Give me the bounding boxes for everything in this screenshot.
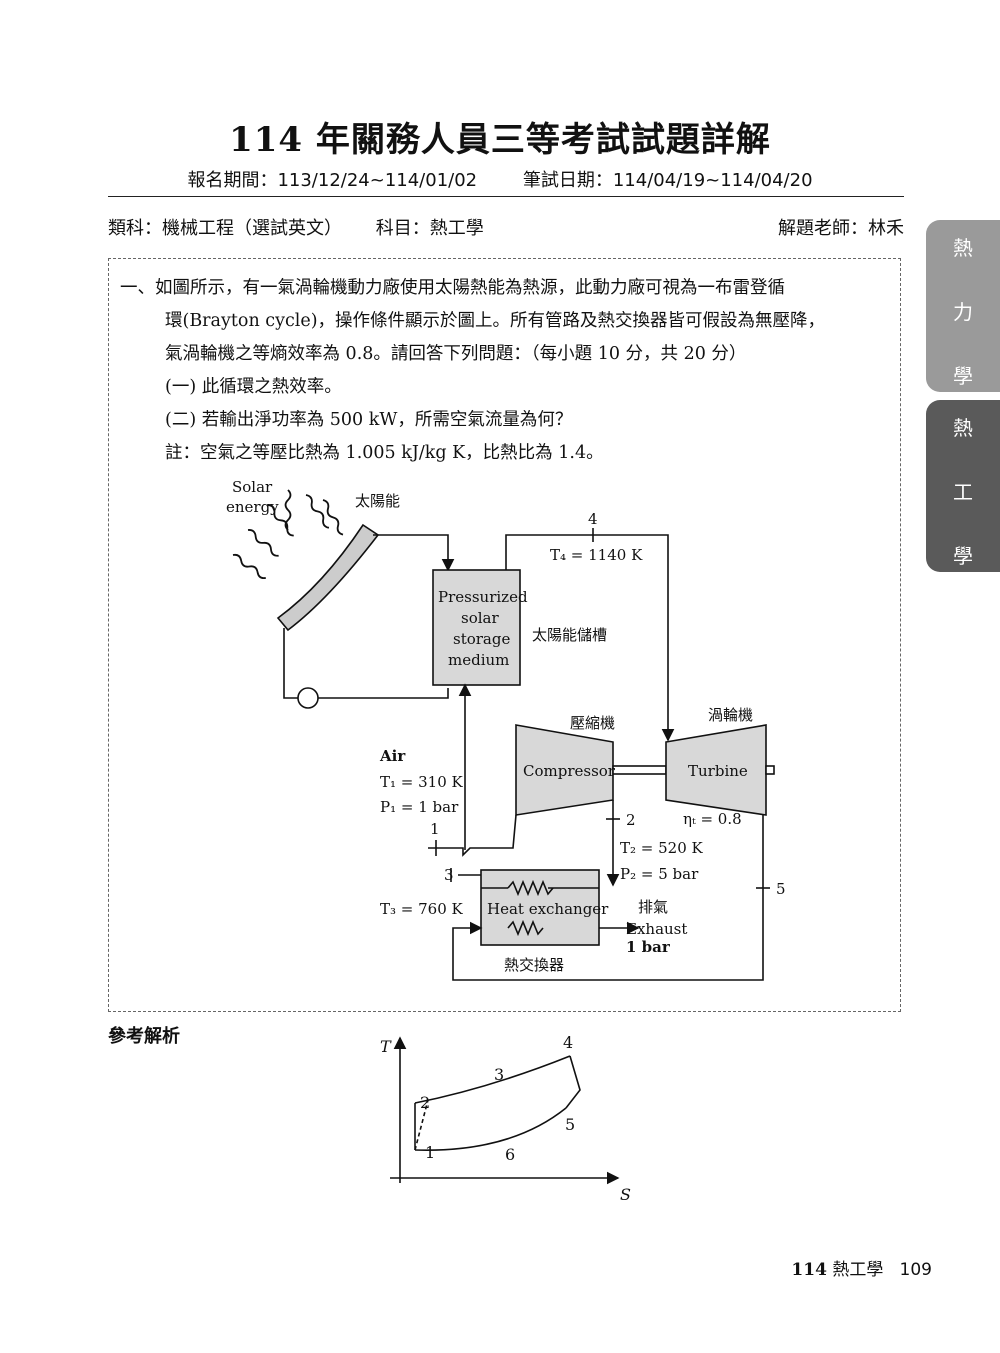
label-state-1: 1 (430, 820, 440, 838)
label-p2: P₂ = 5 bar (620, 865, 699, 883)
label-eta: ηₜ = 0.8 (683, 810, 742, 828)
question-line-1: 一、如圖所示，有一氣渦輪機動力廠使用太陽熱能為熱源，此動力廠可視為一布雷登循 (120, 278, 785, 298)
page-number: 109 (899, 1260, 932, 1280)
solar-ray (322, 499, 344, 536)
label-storage-zh: 太陽能儲槽 (532, 626, 607, 644)
ts-point-6: 6 (505, 1145, 515, 1164)
ts-axis-s: S (620, 1185, 631, 1204)
storage-line-2: solar (461, 609, 499, 627)
question-box (108, 258, 901, 1012)
tab-char: 熱 (953, 236, 973, 260)
label-t4: T₄ = 1140 K (550, 546, 643, 564)
label-p1: P₁ = 1 bar (380, 798, 459, 816)
exam-date: 筆試日期：114/04/19~114/04/20 (522, 170, 813, 191)
question-text: 一、如圖所示，有一氣渦輪機動力廠使用太陽熱能為熱源，此動力廠可視為一布雷登循 環… (120, 272, 895, 470)
label-state-3: 3 (444, 866, 454, 884)
label-hx: Heat exchanger (487, 900, 609, 918)
process-4-5 (565, 1055, 581, 1109)
label-compressor-zh: 壓縮機 (570, 714, 615, 732)
ts-point-4: 4 (563, 1033, 573, 1052)
tab-char: 學 (953, 364, 973, 388)
label-state-5: 5 (776, 880, 786, 898)
tab-char: 學 (953, 544, 973, 568)
label-state-4: 4 (588, 510, 598, 528)
label-solar-2: energy (226, 498, 279, 516)
label-turbine-zh: 渦輪機 (708, 706, 753, 724)
exam-dates: 報名期間：113/12/24~114/01/02 筆試日期：114/04/19~… (0, 166, 1000, 192)
shaft (612, 765, 667, 775)
page-footer: 114 熱工學 109 (791, 1255, 932, 1280)
header-rule (108, 196, 904, 197)
label-exhaust: Exhaust (626, 920, 687, 938)
teacher: 解題老師：林禾 (778, 218, 904, 239)
storage-line-1: Pressurized (438, 588, 528, 606)
exam-meta: 類科：機械工程（選試英文） 科目：熱工學 (108, 214, 512, 240)
footer-year: 114 (791, 1260, 827, 1280)
solar-ray (305, 494, 330, 529)
label-turbine: Turbine (688, 762, 748, 780)
ts-point-5: 5 (565, 1115, 575, 1134)
storage-tank (432, 569, 521, 686)
brayton-cycle-diagram: Solar energy 太陽能 4 T₄ = 1140 K Pressuriz… (226, 478, 786, 981)
ts-point-1: 1 (425, 1143, 435, 1162)
label-solar-zh: 太陽能 (355, 492, 400, 510)
question-part-1: (一) 此循環之熱效率。 (165, 377, 342, 397)
ts-point-3: 3 (494, 1065, 504, 1084)
reference-label: 參考解析 (108, 1026, 180, 1047)
question-part-2: (二) 若輸出淨功率為 500 kW，所需空氣流量為何？ (165, 410, 573, 430)
subject: 科目：熱工學 (375, 218, 484, 239)
storage-line-3: storage (453, 630, 510, 648)
circulation-pump (297, 687, 319, 709)
label-exhaust-zh: 排氣 (638, 898, 668, 916)
signup-period: 報名期間：113/12/24~114/01/02 (187, 170, 478, 191)
process-5-1 (414, 1107, 567, 1151)
label-hx-zh: 熱交換器 (504, 956, 564, 974)
label-air: Air (379, 747, 406, 765)
label-t1: T₁ = 310 K (380, 773, 464, 791)
solar-collector (276, 523, 380, 632)
label-t3: T₃ = 760 K (380, 900, 464, 918)
process-2-4 (414, 1055, 571, 1104)
question-note: 註：空氣之等壓比熱為 1.005 kJ/kg K，比熱比為 1.4。 (165, 443, 604, 463)
label-solar-1: Solar (232, 478, 273, 496)
solar-ray (247, 529, 279, 557)
tab-char: 工 (953, 480, 973, 504)
page-title: 114 年關務人員三等考試試題詳解 (229, 120, 771, 160)
solar-ray (267, 504, 294, 537)
label-state-2: 2 (626, 811, 636, 829)
question-line-3: 氣渦輪機之等熵效率為 0.8。請回答下列問題：（每小題 10 分，共 20 分） (165, 344, 747, 364)
storage-line-4: medium (448, 651, 509, 669)
ts-diagram: T S 1 2 3 4 5 6 (380, 1033, 631, 1204)
footer-book: 熱工學 (832, 1260, 884, 1280)
category: 類科：機械工程（選試英文） (108, 218, 342, 239)
label-compressor: Compressor (523, 762, 616, 780)
label-exhaust-p: 1 bar (626, 938, 671, 956)
turbine (665, 724, 767, 816)
label-t2: T₂ = 520 K (620, 839, 704, 857)
ts-axis-t: T (380, 1037, 392, 1056)
tab-char: 熱 (953, 416, 973, 440)
ts-point-2: 2 (420, 1093, 430, 1112)
side-tab-thermal-engineering[interactable]: 熱 工 學 (926, 400, 1000, 572)
question-line-2: 環(Brayton cycle)，操作條件顯示於圖上。所有管路及熱交換器皆可假設… (165, 311, 826, 331)
side-tab-thermodynamics[interactable]: 熱 力 學 (926, 220, 1000, 392)
solar-ray (232, 553, 266, 580)
tab-char: 力 (953, 300, 973, 324)
